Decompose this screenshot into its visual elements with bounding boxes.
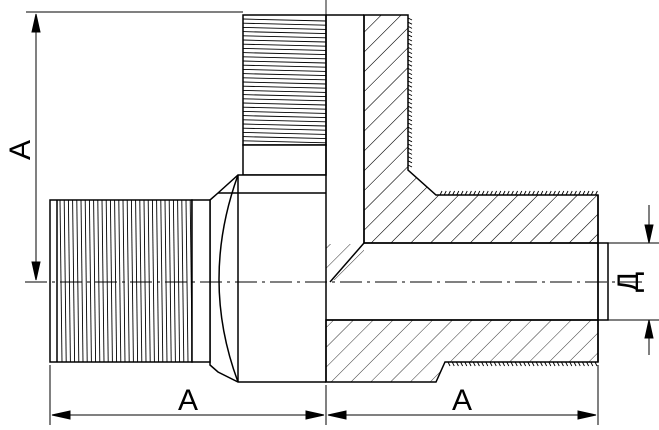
exterior-view bbox=[49, 14, 327, 383]
body-exterior bbox=[209, 174, 326, 383]
center-lines bbox=[25, 0, 645, 420]
right-length-dimension-label: А bbox=[452, 384, 472, 417]
left-thread-exterior bbox=[49, 199, 211, 363]
left-length-dimension-label: А bbox=[178, 384, 198, 417]
section-view bbox=[325, 14, 609, 383]
dimensions bbox=[26, 11, 659, 425]
hatched-material-lower bbox=[325, 319, 599, 383]
height-dimension-label: А bbox=[4, 140, 37, 160]
top-thread-exterior bbox=[242, 14, 327, 176]
bore-dimension-label: Д bbox=[612, 272, 645, 292]
